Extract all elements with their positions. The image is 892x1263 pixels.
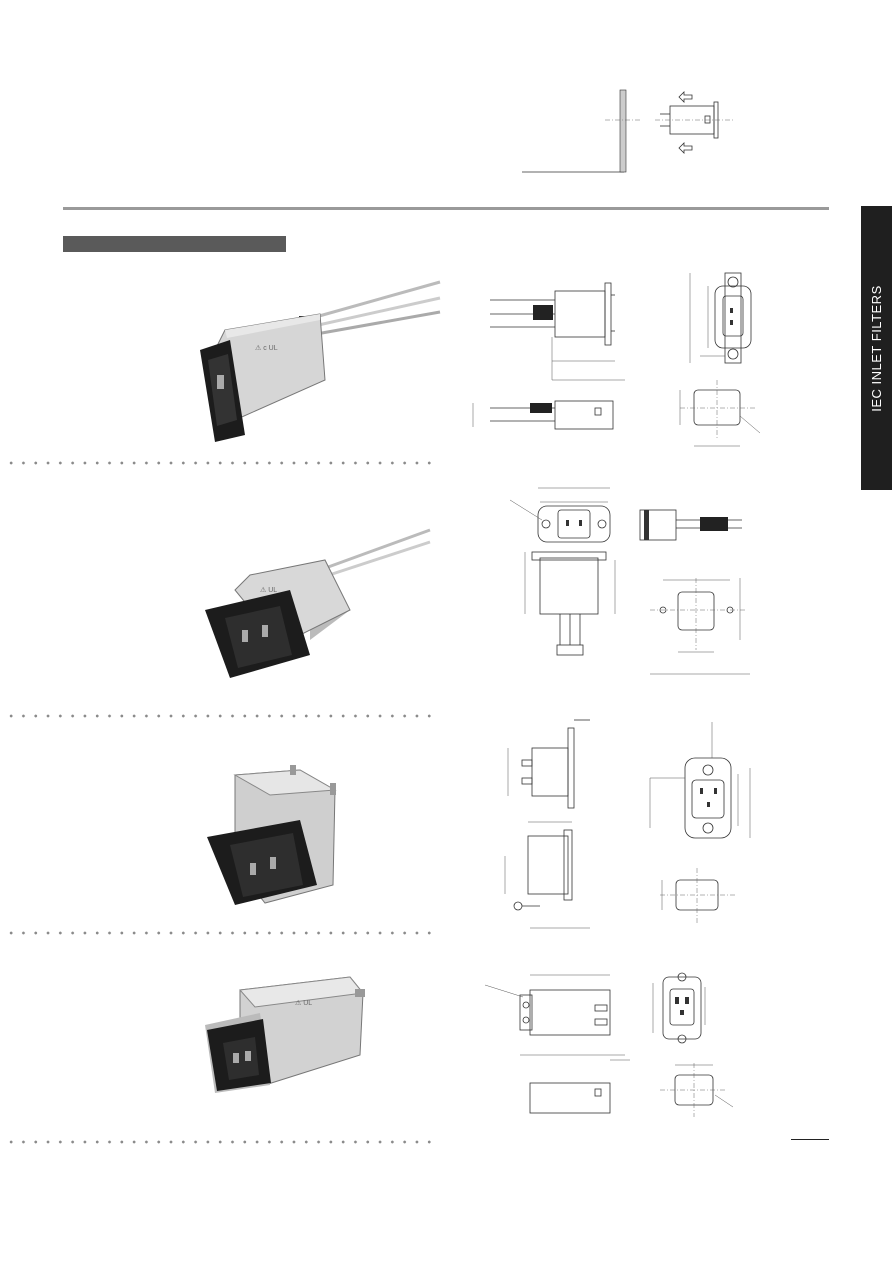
product-photo-1: ⚠ c UL <box>200 280 441 442</box>
product-photo-3 <box>207 765 337 905</box>
dimension-drawing-1-front <box>679 272 761 447</box>
side-tab: IEC INLET FILTERS <box>861 206 892 490</box>
dimension-drawing-2 <box>509 487 750 675</box>
divider-dots-3 <box>5 931 435 935</box>
footer-rule <box>791 1139 829 1140</box>
svg-text:⚠ UL: ⚠ UL <box>295 999 312 1007</box>
divider-dots-2 <box>5 714 435 718</box>
dimension-drawing-1-side <box>472 282 625 430</box>
dimension-drawing-3 <box>504 719 751 929</box>
svg-text:⚠ c UL: ⚠ c UL <box>255 344 278 352</box>
divider-dots-4 <box>5 1140 435 1144</box>
product-photo-2: ⚠ UL <box>205 528 431 678</box>
svg-text:⚠ UL: ⚠ UL <box>260 586 277 594</box>
dimension-drawing-4 <box>484 972 734 1117</box>
side-tab-label: IEC INLET FILTERS <box>869 284 884 412</box>
product-photo-4: ⚠ UL <box>205 976 365 1093</box>
divider-dots-1 <box>5 461 435 465</box>
panel-mount-diagram <box>522 89 735 173</box>
section-header-bar <box>63 236 286 252</box>
header-rule <box>63 207 829 210</box>
